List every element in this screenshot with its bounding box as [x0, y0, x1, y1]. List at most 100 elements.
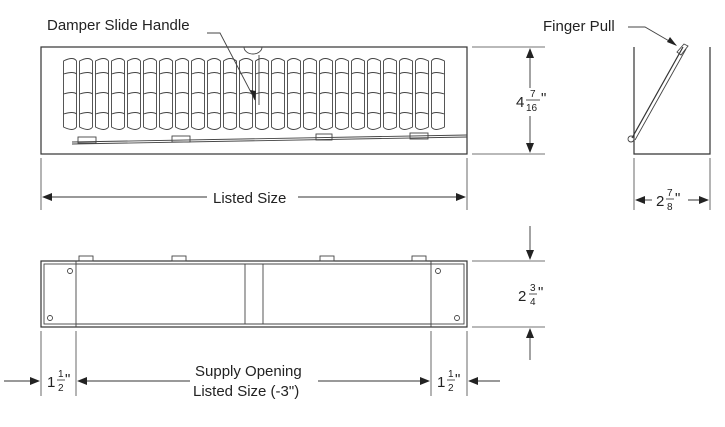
louver-slot — [351, 58, 365, 130]
finger-pull-label: Finger Pull — [543, 18, 615, 35]
louver-rib — [399, 112, 413, 115]
louver-rib — [223, 112, 237, 115]
right-margin-num: 1 — [448, 369, 454, 380]
louver-rib — [63, 72, 77, 75]
louver-rib — [175, 92, 189, 95]
louver-slot — [143, 58, 157, 130]
louver-grille — [63, 58, 445, 130]
listed-size-dimension: Listed Size — [40, 158, 468, 210]
screw-hole — [454, 315, 460, 321]
louver-rib — [287, 72, 301, 75]
louver-rib — [207, 72, 221, 75]
louver-rib — [255, 112, 269, 115]
left-margin-whole: 1 — [47, 374, 55, 391]
frame-outline — [40, 260, 468, 328]
louver-rib — [207, 92, 221, 95]
louver-slot — [431, 58, 445, 130]
louver-rib — [143, 92, 157, 95]
right-margin-den: 2 — [448, 383, 454, 394]
louver-rib — [159, 112, 173, 115]
frame-height-dimension: 2 3 4 " — [472, 226, 545, 360]
louver-rib — [207, 112, 221, 115]
louver-slot — [271, 58, 285, 130]
louver-rib — [319, 92, 333, 95]
louver-rib — [79, 72, 93, 75]
depth-whole: 2 — [656, 193, 664, 210]
right-margin-unit: " — [455, 371, 460, 388]
left-margin-dimension: 1 1 2 " — [4, 369, 80, 394]
louver-rib — [303, 92, 317, 95]
louver-slot — [127, 58, 141, 130]
listed-size-label: Listed Size — [213, 190, 286, 207]
louver-rib — [63, 112, 77, 115]
louver-rib — [399, 92, 413, 95]
louver-rib — [367, 92, 381, 95]
louver-rib — [351, 92, 365, 95]
louver-rib — [271, 92, 285, 95]
louver-rib — [239, 72, 253, 75]
louver-rib — [431, 72, 445, 75]
louver-slot — [335, 58, 349, 130]
register-front-view — [40, 32, 468, 155]
louver-slot — [207, 58, 221, 130]
louver-rib — [335, 92, 349, 95]
louver-rib — [415, 92, 429, 95]
height-den: 16 — [526, 103, 538, 114]
louver-rib — [399, 72, 413, 75]
depth-num: 7 — [667, 188, 673, 199]
right-margin-whole: 1 — [437, 374, 445, 391]
louver-rib — [367, 112, 381, 115]
left-margin-den: 2 — [58, 383, 64, 394]
bottom-rail — [71, 134, 468, 143]
louver-rib — [143, 72, 157, 75]
louver-rib — [95, 72, 109, 75]
louver-rib — [383, 112, 397, 115]
depth-unit: " — [675, 190, 680, 207]
louver-rib — [335, 72, 349, 75]
louver-rib — [367, 72, 381, 75]
louver-rib — [319, 112, 333, 115]
frame-height-whole: 2 — [518, 288, 526, 305]
louver-slot — [303, 58, 317, 130]
louver-rib — [95, 112, 109, 115]
louver-rib — [95, 92, 109, 95]
louver-rib — [287, 92, 301, 95]
louver-rib — [63, 92, 77, 95]
louver-rib — [191, 92, 205, 95]
register-frame-view — [40, 255, 468, 328]
louver-slot — [367, 58, 381, 130]
louver-rib — [415, 112, 429, 115]
louver-rib — [255, 72, 269, 75]
clips-top — [78, 255, 427, 262]
louver-rib — [431, 92, 445, 95]
louver-rib — [79, 112, 93, 115]
side-face-outer — [631, 46, 684, 139]
louver-rib — [319, 72, 333, 75]
height-num: 7 — [530, 89, 536, 100]
louver-rib — [351, 112, 365, 115]
finger-pull-tab — [676, 43, 689, 56]
register-outline — [40, 46, 468, 155]
damper-handle-leader-arrow — [250, 90, 256, 100]
louver-slot — [415, 58, 429, 130]
supply-opening-label: Supply Opening — [195, 363, 302, 380]
louver-rib — [223, 92, 237, 95]
louver-rib — [127, 72, 141, 75]
louver-slot — [399, 58, 413, 130]
louver-rib — [303, 112, 317, 115]
louver-slot — [159, 58, 173, 130]
louver-rib — [351, 72, 365, 75]
louver-rib — [223, 72, 237, 75]
louver-slot — [255, 58, 269, 130]
louver-slot — [63, 58, 77, 130]
louver-slot — [239, 58, 253, 130]
screw-hole — [67, 268, 73, 274]
louver-rib — [271, 72, 285, 75]
screw-hole — [47, 315, 53, 321]
register-side-view — [627, 26, 711, 155]
louver-slot — [175, 58, 189, 130]
louver-slot — [79, 58, 93, 130]
louver-slot — [319, 58, 333, 130]
frame-height-num: 3 — [530, 283, 536, 294]
louver-rib — [383, 72, 397, 75]
